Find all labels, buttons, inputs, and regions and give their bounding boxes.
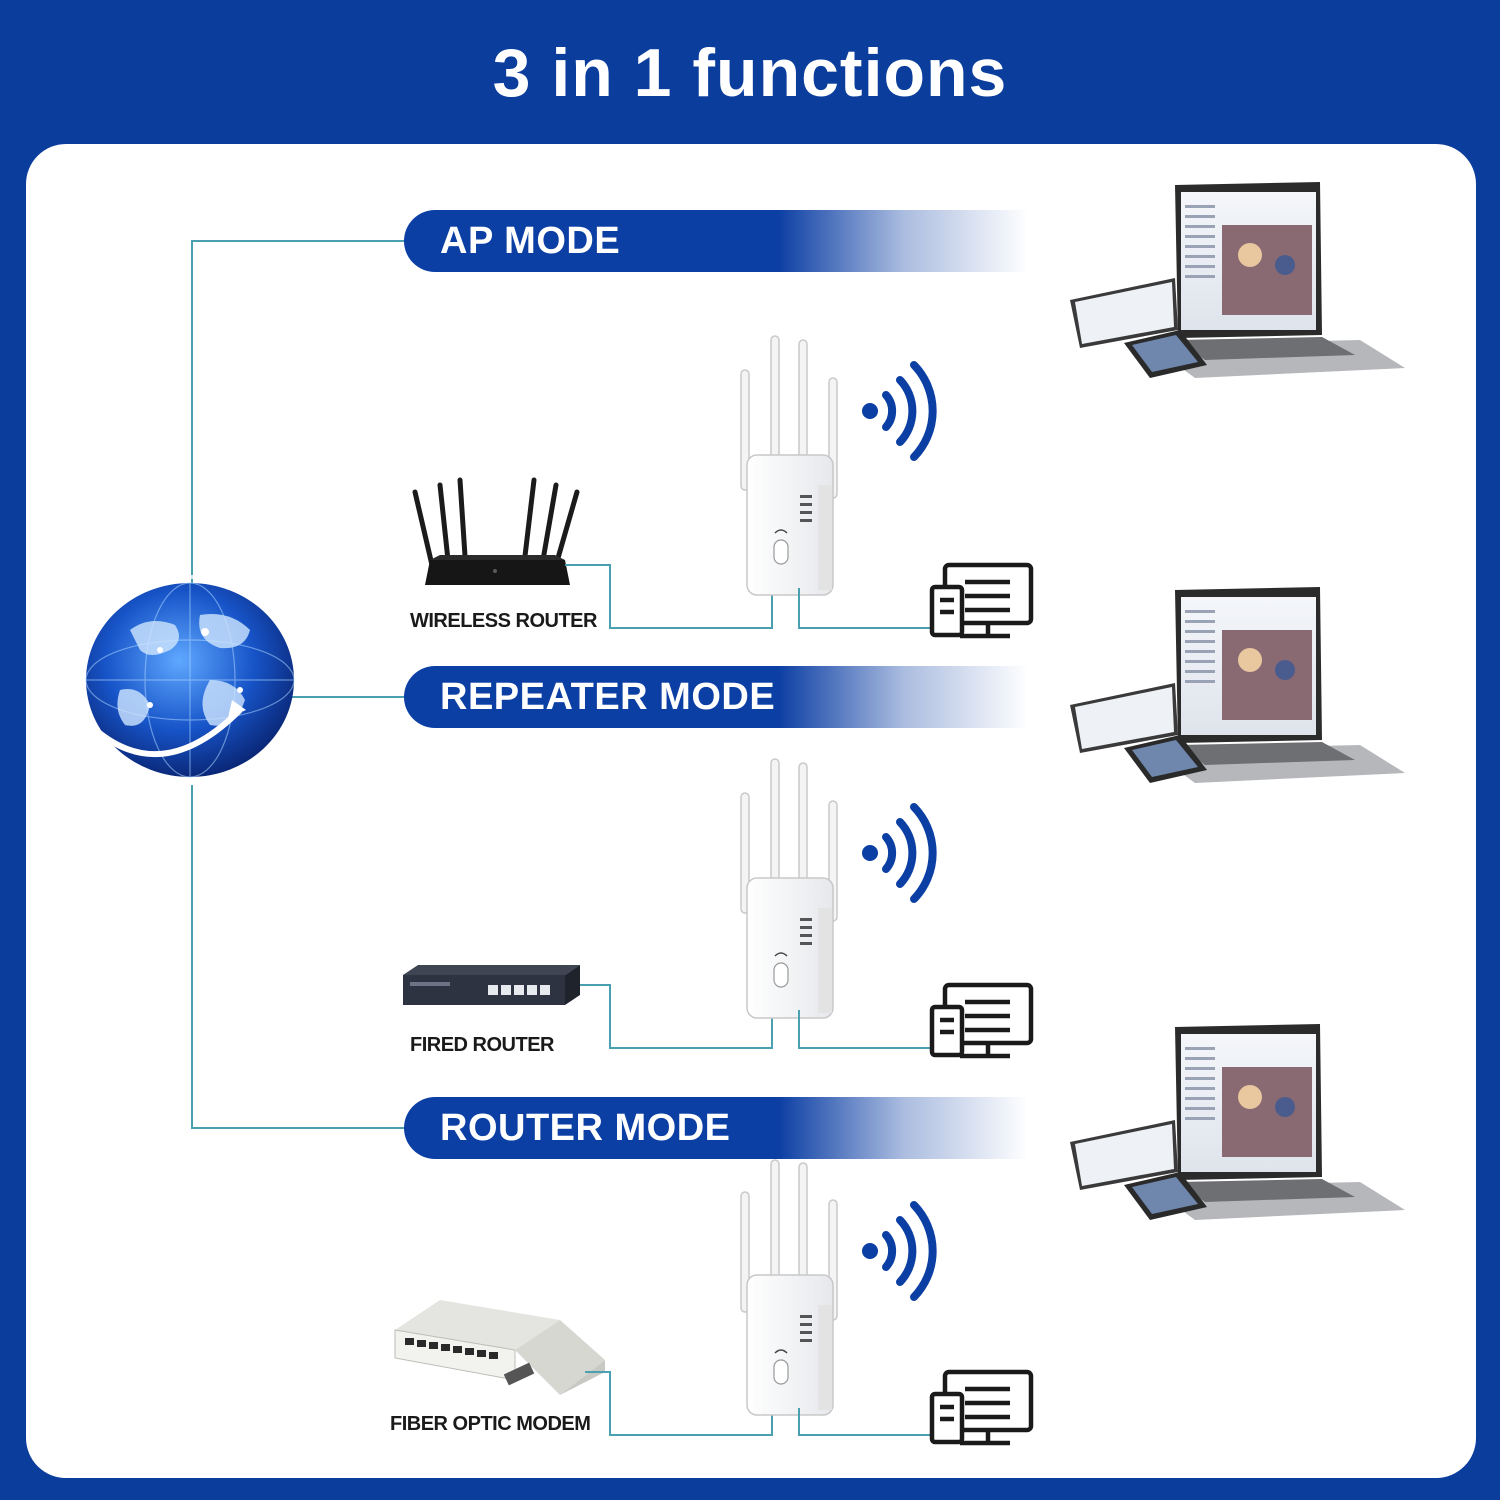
wifi-signal-icon <box>862 803 937 903</box>
laptop-tablet-phone-group <box>1070 1024 1405 1220</box>
ap-mode-banner: AP MODE <box>404 210 1028 272</box>
client-link-line <box>798 1408 935 1436</box>
laptop-tablet-phone-group <box>1070 182 1405 378</box>
wireless-router-icon <box>412 477 580 585</box>
desktop-devices-icon <box>929 562 1034 639</box>
client-link-line <box>798 1010 935 1049</box>
laptop-icon <box>1150 1024 1405 1220</box>
desktop-devices-icon <box>929 982 1034 1059</box>
router-link-line <box>580 984 773 1049</box>
phone-icon <box>1124 1172 1207 1220</box>
tablet-icon <box>1070 278 1178 348</box>
globe-icon <box>78 574 295 778</box>
fiber-optic-modem-label: FIBER OPTIC MODEM <box>390 1413 591 1435</box>
tablet-icon <box>1070 683 1178 753</box>
page-title: 3 in 1 functions <box>492 35 1008 111</box>
fired-router-icon <box>403 965 580 1005</box>
repeater-mode-banner: REPEATER MODE <box>404 666 1028 728</box>
ap-mode-section <box>412 182 1405 639</box>
router-link-line <box>585 1371 773 1436</box>
wifi-repeater-icon <box>740 335 838 596</box>
wifi-repeater-icon <box>740 758 838 1019</box>
desktop-devices-icon <box>929 1369 1034 1446</box>
repeater-mode-section <box>403 587 1405 1059</box>
connector-lines <box>191 240 405 1129</box>
client-link-line <box>798 588 935 629</box>
phone-icon <box>1124 735 1207 783</box>
router-link-line <box>565 564 773 629</box>
fired-router-label: FIRED ROUTER <box>410 1034 555 1056</box>
wifi-repeater-icon <box>740 1159 838 1416</box>
laptop-tablet-phone-group <box>1070 587 1405 783</box>
router-mode-banner: ROUTER MODE <box>404 1097 1028 1159</box>
laptop-icon <box>1150 587 1405 783</box>
tablet-icon <box>1070 1120 1178 1190</box>
wireless-router-label: WIRELESS ROUTER <box>410 610 597 632</box>
wifi-signal-icon <box>862 1201 937 1301</box>
fiber-optic-modem-icon <box>394 1300 605 1395</box>
phone-icon <box>1124 330 1207 378</box>
wifi-signal-icon <box>862 361 937 461</box>
laptop-icon <box>1150 182 1405 378</box>
router-mode-section <box>394 1024 1405 1446</box>
